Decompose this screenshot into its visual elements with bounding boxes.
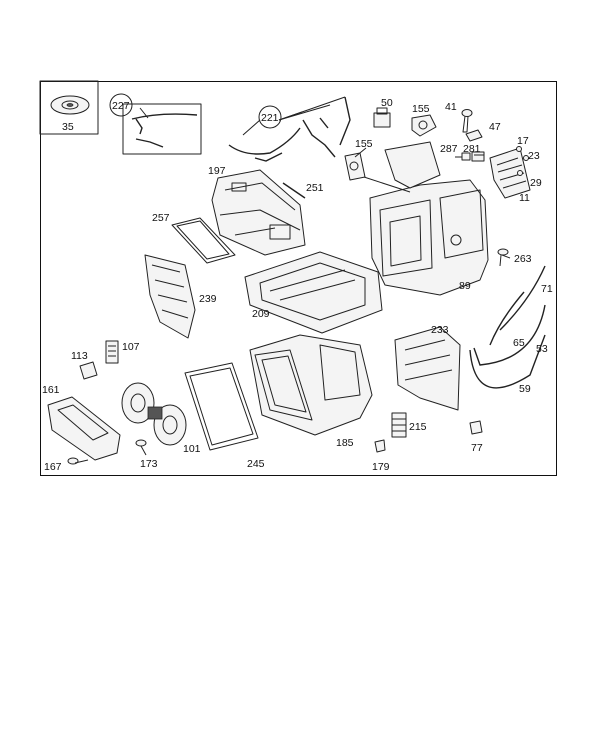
label-185: 185 xyxy=(336,437,354,449)
inset-box-35 xyxy=(39,80,99,135)
label-101: 101 xyxy=(183,443,201,455)
label-227: 227 xyxy=(112,100,130,112)
screw-173 xyxy=(135,439,147,456)
label-29: 29 xyxy=(530,177,542,189)
seal-strip-251 xyxy=(282,182,306,199)
cable-59 xyxy=(469,334,546,389)
label-107: 107 xyxy=(122,341,140,353)
label-233: 233 xyxy=(431,324,449,336)
label-113: 113 xyxy=(71,350,88,362)
cable-53 xyxy=(473,304,546,366)
clip-179 xyxy=(374,439,386,453)
clip-47 xyxy=(465,129,483,142)
cable-227 xyxy=(131,113,198,148)
label-245: 245 xyxy=(247,458,265,470)
cable-71 xyxy=(499,265,546,331)
screw-23 xyxy=(523,155,529,161)
label-89: 89 xyxy=(459,280,471,292)
blower-motor-101 xyxy=(121,382,187,446)
screw-263 xyxy=(497,248,509,267)
screw-29 xyxy=(517,170,523,176)
upper-housing-197 xyxy=(211,169,306,256)
label-209: 209 xyxy=(252,308,270,320)
label-65: 65 xyxy=(513,337,525,349)
label-59: 59 xyxy=(519,383,531,395)
relay-113 xyxy=(79,361,98,380)
label-257: 257 xyxy=(152,212,170,224)
lower-housing-185 xyxy=(249,334,373,436)
label-77: 77 xyxy=(471,442,483,454)
label-23: 23 xyxy=(528,150,540,162)
label-239: 239 xyxy=(199,293,217,305)
gasket-245 xyxy=(184,362,259,451)
cd-disc-icon xyxy=(50,95,90,115)
label-161: 161 xyxy=(42,384,60,396)
label-155-mid: 155 xyxy=(355,138,373,150)
rear-panel-233 xyxy=(394,326,461,411)
label-53: 53 xyxy=(536,343,548,355)
diagram-frame xyxy=(40,81,557,476)
label-197: 197 xyxy=(208,165,226,177)
resistor-107 xyxy=(105,340,119,364)
actuator-50 xyxy=(373,107,391,128)
clip-77 xyxy=(469,420,483,435)
label-47: 47 xyxy=(489,121,501,133)
label-35: 35 xyxy=(62,121,74,133)
label-281: 281 xyxy=(463,143,481,155)
label-221: 221 xyxy=(261,112,279,124)
cable-65 xyxy=(489,291,525,346)
label-41: 41 xyxy=(445,101,457,113)
label-17: 17 xyxy=(517,135,529,147)
inset-box-227 xyxy=(122,103,202,155)
actuator-155-top xyxy=(411,114,437,137)
label-173: 173 xyxy=(140,458,158,470)
tray-frame-209 xyxy=(244,251,383,334)
actuator-155-mid xyxy=(344,152,366,181)
filter-frame-257 xyxy=(171,217,236,264)
label-287: 287 xyxy=(440,143,458,155)
screw-167 xyxy=(67,457,89,465)
control-module-11 xyxy=(489,147,531,199)
connector-281-287 xyxy=(455,151,485,162)
blower-cover-161 xyxy=(47,396,121,461)
linkage-rods-221 xyxy=(228,96,351,162)
heater-housing-89 xyxy=(369,141,489,296)
screw-17 xyxy=(516,146,522,152)
filter-215 xyxy=(391,412,407,438)
label-11: 11 xyxy=(519,192,530,204)
label-227-circle xyxy=(109,93,133,117)
label-155-top: 155 xyxy=(412,103,430,115)
label-179: 179 xyxy=(372,461,390,473)
label-50: 50 xyxy=(381,97,393,109)
screw-41 xyxy=(461,109,473,133)
label-167: 167 xyxy=(44,461,62,473)
label-263: 263 xyxy=(514,253,532,265)
leader-lines xyxy=(139,96,511,259)
side-panel-239 xyxy=(144,254,196,339)
label-251: 251 xyxy=(306,182,324,194)
label-71: 71 xyxy=(541,283,553,295)
label-221-circle xyxy=(258,105,282,129)
label-215: 215 xyxy=(409,421,427,433)
